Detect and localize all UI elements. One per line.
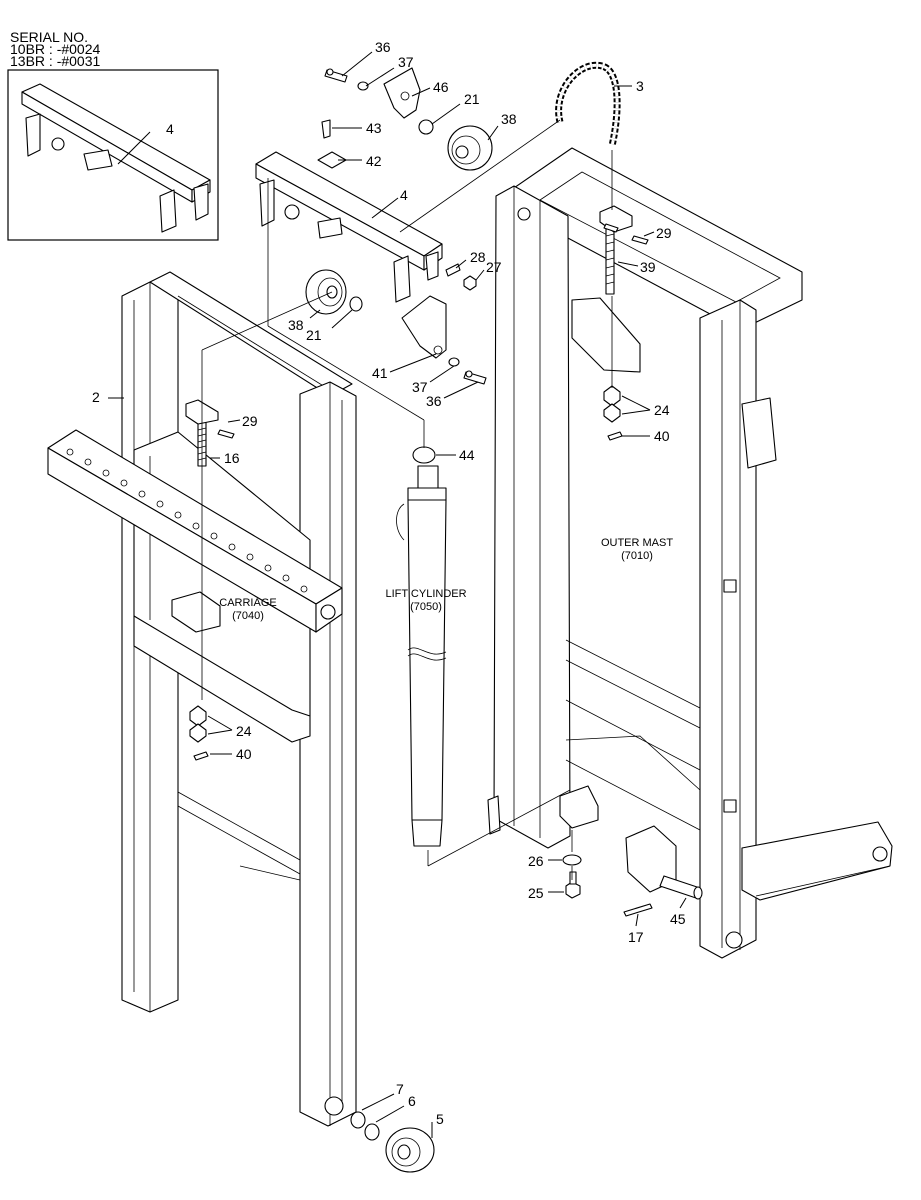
pin-29-left <box>217 429 235 439</box>
sheave-38-lower <box>305 269 347 315</box>
washer-37-lower <box>448 357 460 367</box>
pin-29-right <box>631 235 649 245</box>
callout-38-upper: 38 <box>501 111 517 127</box>
carriage-label: CARRIAGE <box>219 597 276 609</box>
cotter-pin-40-left <box>193 751 209 761</box>
callout-26: 26 <box>528 853 544 869</box>
callout-40-right: 40 <box>654 428 670 444</box>
carriage <box>47 429 343 743</box>
o-ring-44 <box>412 446 436 464</box>
callout-29-right: 29 <box>656 225 672 241</box>
lift-chain-3 <box>555 61 621 147</box>
callout-16: 16 <box>224 450 240 466</box>
callout-36-lower: 36 <box>426 393 442 409</box>
nuts-24-left <box>189 705 207 743</box>
callout-36-upper: 36 <box>375 39 391 55</box>
callout-21-upper: 21 <box>464 91 480 107</box>
leader-4-inset <box>117 131 151 165</box>
callout-24-right: 24 <box>654 402 670 418</box>
callout-4-inset: 4 <box>166 121 174 137</box>
outer-mast <box>487 147 893 959</box>
assembly-names: CARRIAGE (7040) LIFT CYLINDER (7050) OUT… <box>219 537 673 622</box>
callout-39: 39 <box>640 259 656 275</box>
lift-cylinder <box>396 465 447 847</box>
carriage-code: (7040) <box>232 610 264 622</box>
callout-28: 28 <box>470 249 486 265</box>
sheave-bracket-hardware <box>317 67 493 171</box>
callout-5: 5 <box>436 1111 444 1127</box>
bracket-41 <box>401 295 447 359</box>
callout-42: 42 <box>366 153 382 169</box>
outer-mast-code: (7010) <box>621 550 653 562</box>
callout-6: 6 <box>408 1093 416 1109</box>
callout-38-lower: 38 <box>288 317 304 333</box>
callout-3: 3 <box>636 78 644 94</box>
callout-37-upper: 37 <box>398 54 414 70</box>
serial-line-13br: 13BR : -#0031 <box>10 53 100 69</box>
callout-24-left: 24 <box>236 723 252 739</box>
callout-29-left: 29 <box>242 413 258 429</box>
inset-box: 4 <box>7 69 219 241</box>
callout-17: 17 <box>628 929 644 945</box>
callout-44: 44 <box>459 447 475 463</box>
outer-mast-label: OUTER MAST <box>601 537 673 549</box>
lift-cylinder-code: (7050) <box>410 601 442 613</box>
leader-lines <box>108 51 687 1138</box>
bolt-25 <box>565 871 581 899</box>
callout-41: 41 <box>372 365 388 381</box>
washer-26 <box>562 854 582 866</box>
snap-ring-21-lower <box>349 296 363 312</box>
callout-2: 2 <box>92 389 100 405</box>
fork-bar-holes <box>66 448 308 593</box>
callout-45: 45 <box>670 911 686 927</box>
callout-27: 27 <box>486 259 502 275</box>
bolt-43 <box>321 119 331 139</box>
shim-6 <box>364 1123 380 1141</box>
nuts-24-right <box>603 385 621 423</box>
serial-line-10br: 10BR : -#0024 <box>10 41 100 57</box>
inset-chain-anchor <box>21 83 211 233</box>
callout-21-lower: 21 <box>306 327 322 343</box>
callout-4-main: 4 <box>400 187 408 203</box>
bolt-28 <box>445 263 461 277</box>
callout-25: 25 <box>528 885 544 901</box>
cotter-pin-40-right <box>607 431 623 441</box>
washer-37-upper <box>357 81 369 91</box>
sheave-38-upper <box>447 125 493 171</box>
snap-ring-21-upper <box>418 119 434 135</box>
roller-5 <box>385 1127 435 1173</box>
serial-heading: SERIAL NO. <box>10 29 88 45</box>
cotter-pin-17 <box>623 903 653 917</box>
callout-37-lower: 37 <box>412 379 428 395</box>
shim-7 <box>350 1111 366 1129</box>
callout-labels: 36 37 46 21 38 43 42 4 28 27 38 21 41 37… <box>92 39 686 1127</box>
callout-43: 43 <box>366 120 382 136</box>
nut-27 <box>463 275 477 291</box>
callout-40-left: 40 <box>236 746 252 762</box>
serial-number-block: SERIAL NO. 10BR : -#0024 13BR : -#0031 <box>10 29 100 69</box>
chain-anchor-4 <box>255 151 443 303</box>
callout-46: 46 <box>433 79 449 95</box>
callout-7: 7 <box>396 1081 404 1097</box>
lift-cylinder-label: LIFT CYLINDER <box>385 588 466 600</box>
